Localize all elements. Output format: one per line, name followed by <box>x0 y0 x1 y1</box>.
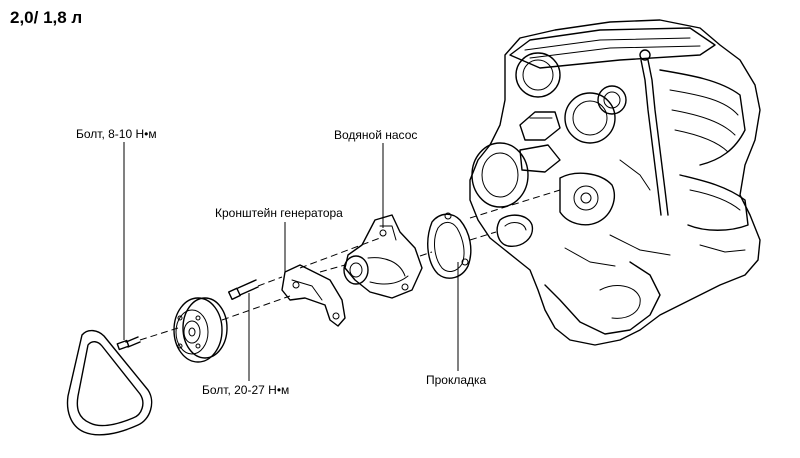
drive-belt-part <box>66 329 153 436</box>
assembly-axis-line <box>139 231 497 341</box>
diagram-title: 2,0/ 1,8 л <box>10 8 83 27</box>
label-bolt-large: Болт, 20-27 Н•м <box>202 383 290 397</box>
engine-block <box>469 19 761 346</box>
alternator-bracket-part <box>281 264 346 327</box>
gasket-part <box>427 212 472 279</box>
label-water-pump: Водяной насос <box>334 128 418 142</box>
water-pump-part <box>343 214 423 299</box>
label-bolt-small: Болт, 8-10 Н•м <box>76 127 157 141</box>
large-bolt-part <box>227 279 259 301</box>
crank-pulley-part <box>173 297 228 363</box>
label-alternator-bracket: Кронштейн генератора <box>215 206 343 220</box>
small-bolt-part <box>116 336 141 351</box>
label-gasket: Прокладка <box>426 373 487 387</box>
bolt-axis-line <box>299 189 561 269</box>
